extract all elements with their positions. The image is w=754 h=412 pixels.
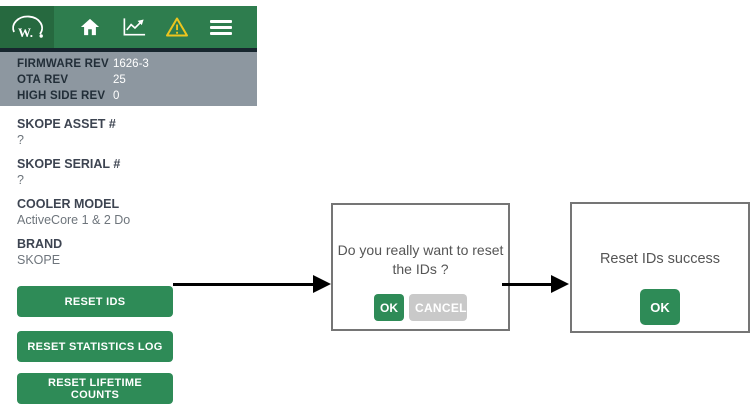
wellington-logo-icon: W.: [12, 15, 43, 40]
flow-arrow-2-head: [551, 275, 569, 293]
firmware-rev-label: FIRMWARE REV: [17, 58, 109, 70]
firmware-rev-value: 1626-3: [113, 58, 149, 70]
home-icon[interactable]: [76, 14, 104, 40]
flow-arrow-1-head: [313, 275, 331, 293]
confirm-message-line1: Do you really want to reset: [337, 242, 504, 258]
line-chart-icon[interactable]: [120, 14, 148, 40]
brand-value: SKOPE: [17, 253, 61, 267]
app-header: W.: [0, 6, 257, 48]
reset-statistics-log-button[interactable]: RESET STATISTICS LOG: [17, 331, 173, 362]
reset-ids-button[interactable]: RESET IDS: [17, 286, 173, 317]
ota-rev-value: 25: [113, 74, 126, 86]
reset-success-dialog: Reset IDs success OK: [570, 202, 750, 333]
ota-rev-row: OTA REV 25: [17, 72, 257, 88]
brand-logo[interactable]: W.: [0, 6, 54, 48]
firmware-info-bar: FIRMWARE REV 1626-3 OTA REV 25 HIGH SIDE…: [0, 52, 257, 106]
header-nav: [54, 14, 257, 40]
confirm-reset-dialog: Do you really want to reset the IDs ? OK…: [331, 203, 510, 331]
skope-asset-field: SKOPE ASSET # ?: [17, 117, 257, 148]
skope-asset-value: ?: [17, 133, 24, 147]
svg-text:W.: W.: [18, 25, 33, 40]
details-section: SKOPE ASSET # ? SKOPE SERIAL # ? COOLER …: [0, 106, 257, 412]
confirm-dialog-message: Do you really want to reset the IDs ?: [333, 241, 508, 279]
success-dialog-message: Reset IDs success: [599, 251, 721, 267]
skope-serial-value: ?: [17, 173, 24, 187]
cooler-model-value: ActiveCore 1 & 2 Do: [17, 213, 131, 227]
cooler-model-label: COOLER MODEL: [17, 197, 120, 211]
menu-icon[interactable]: [207, 14, 235, 40]
high-side-rev-label: HIGH SIDE REV: [17, 90, 106, 102]
warning-icon[interactable]: [163, 14, 191, 40]
reset-lifetime-counts-button[interactable]: RESET LIFETIME COUNTS: [17, 373, 173, 404]
cooler-model-field: COOLER MODEL ActiveCore 1 & 2 Do: [17, 197, 257, 228]
flow-arrow-2-line: [502, 283, 554, 286]
success-ok-button[interactable]: OK: [640, 289, 680, 325]
firmware-rev-row: FIRMWARE REV 1626-3: [17, 56, 257, 72]
high-side-rev-value: 0: [113, 90, 120, 102]
ota-rev-label: OTA REV: [17, 74, 69, 86]
skope-serial-field: SKOPE SERIAL # ?: [17, 157, 257, 188]
app-panel: W.: [0, 0, 257, 404]
confirm-dialog-buttons: OK CANCEL: [333, 294, 508, 321]
reset-button-group: RESET IDS RESET STATISTICS LOG RESET LIF…: [17, 286, 257, 404]
confirm-cancel-button[interactable]: CANCEL: [409, 294, 467, 321]
skope-asset-label: SKOPE ASSET #: [17, 117, 116, 131]
confirm-message-line2: the IDs ?: [392, 261, 449, 277]
flow-arrow-1-line: [173, 283, 316, 286]
header-divider: [0, 48, 257, 52]
high-side-rev-row: HIGH SIDE REV 0: [17, 88, 257, 104]
skope-serial-label: SKOPE SERIAL #: [17, 157, 121, 171]
brand-field: BRAND SKOPE: [17, 237, 257, 268]
confirm-ok-button[interactable]: OK: [374, 294, 404, 321]
brand-label: BRAND: [17, 237, 63, 251]
